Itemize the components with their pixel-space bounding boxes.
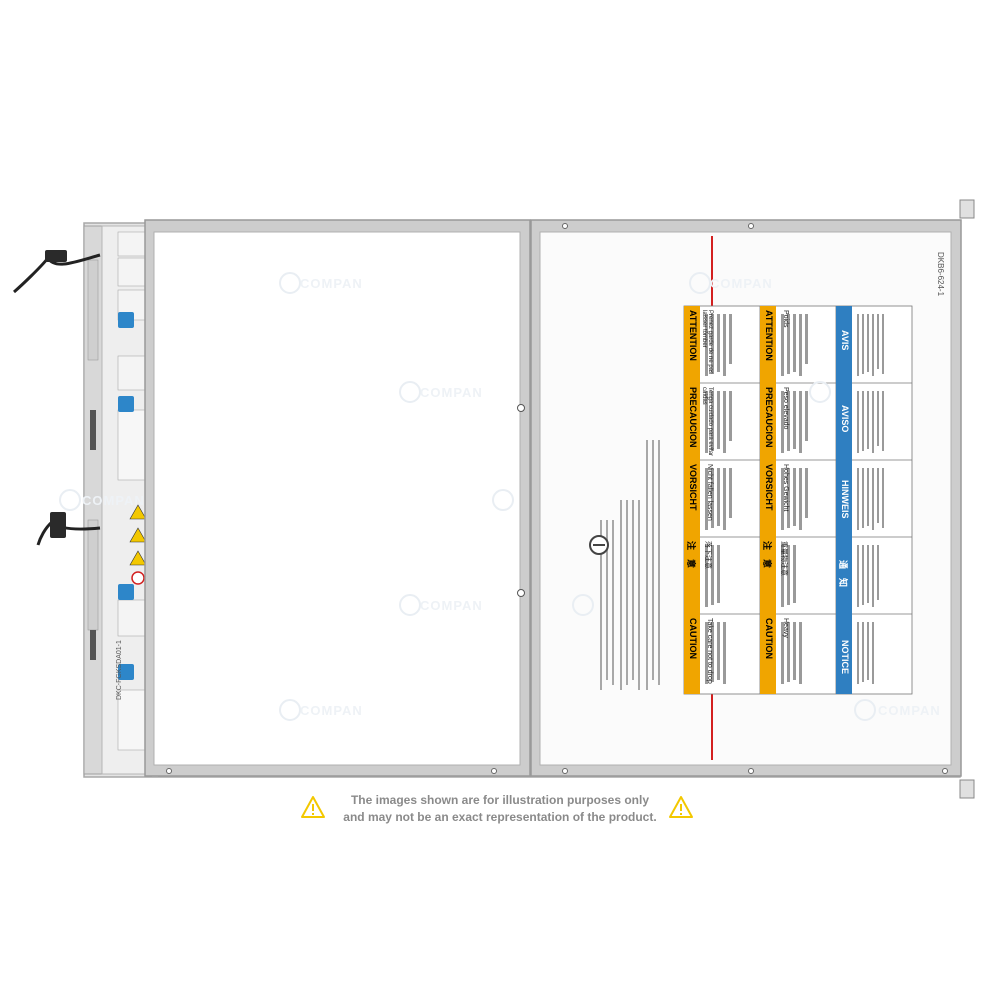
disclaimer-line-2: and may not be an exact representation o… <box>343 810 657 824</box>
label-header-hinweis: HINWEIS <box>840 480 850 519</box>
label-title-drop: Take care not to drop <box>706 618 713 684</box>
watermark-text-1: COMPAN <box>300 276 363 291</box>
label-title-nicht-fallen: Nicht fallen lassen <box>706 464 713 521</box>
warning-triangle-icon <box>669 796 693 818</box>
disclaimer-text: The images shown are for illustration pu… <box>340 792 660 826</box>
label-header-caution: CAUTION <box>688 618 698 659</box>
disclaimer-notice: The images shown are for illustration pu… <box>300 792 700 826</box>
label-header-chuui-heavy: 注 意 <box>762 541 772 569</box>
label-header-chuui: 注 意 <box>686 541 696 569</box>
label-header-aviso: AVISO <box>840 405 850 433</box>
label-title-rakka: 落下注意 <box>704 541 711 569</box>
label-title-tomber: Prenez garde de ne pas laisser tomber <box>701 310 713 375</box>
label-title-juuryou: 重量物注意 <box>780 541 787 576</box>
watermark-text-7: COMPAN <box>878 703 941 718</box>
label-header-attention-heavy: ATTENTION <box>764 310 774 361</box>
label-header-vorsicht: VORSICHT <box>688 464 698 511</box>
label-title-heavy: Heavy <box>782 618 789 638</box>
label-header-precaucion: PRECAUCION <box>688 387 698 448</box>
label-header-avis: AVIS <box>840 330 850 351</box>
disclaimer-line-1: The images shown are for illustration pu… <box>350 793 650 807</box>
watermark-text-3: COMPAN <box>420 385 483 400</box>
label-header-attention: ATTENTION <box>688 310 698 361</box>
label-header-precaucion-heavy: PRECAUCION <box>764 387 774 448</box>
label-header-caution-heavy: CAUTION <box>764 618 774 659</box>
module-serial-label: DKC-FGKSDA01-1 <box>116 640 123 700</box>
label-title-poids: Poids <box>782 310 789 328</box>
label-title-gewicht: Hohes Gewicht <box>782 464 789 512</box>
part-number-label: DKB6-624-1 <box>936 252 945 297</box>
watermark-text-6: COMPAN <box>300 703 363 718</box>
label-header-notice: NOTICE <box>840 640 850 675</box>
label-header-vorsicht-heavy: VORSICHT <box>764 464 774 511</box>
watermark-text-4: COMPAN <box>82 493 145 508</box>
label-header-tsuuchi: 通 知 <box>838 560 848 588</box>
watermark-text-2: COMPAN <box>710 276 773 291</box>
watermark-text-5: COMPAN <box>420 598 483 613</box>
label-title-caidas: Tenga cuidado para evitar caídas <box>701 387 713 457</box>
label-title-peso: Peso elevado <box>782 387 789 430</box>
warning-triangle-icon <box>301 796 325 818</box>
